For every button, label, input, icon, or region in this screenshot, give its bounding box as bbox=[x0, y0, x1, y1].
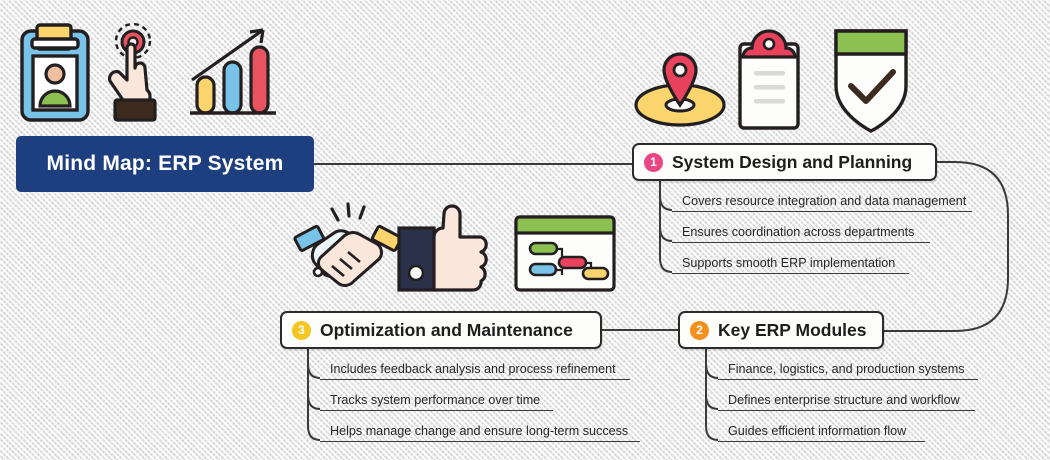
elbow-b2-1 bbox=[705, 349, 719, 379]
elbow-b1-2 bbox=[659, 181, 673, 242]
thumbs-up-icon bbox=[397, 204, 488, 292]
subitem-label: Includes feedback analysis and process r… bbox=[330, 362, 616, 376]
subitem-label: Covers resource integration and data man… bbox=[682, 194, 967, 208]
subitem-label: Supports smooth ERP implementation bbox=[682, 256, 896, 270]
branch-header-3[interactable]: 3 Optimization and Maintenance bbox=[280, 311, 602, 349]
subitem-rule bbox=[718, 410, 975, 411]
subitem-1-3[interactable]: Supports smooth ERP implementation bbox=[672, 250, 909, 274]
branch-title-2: Key ERP Modules bbox=[718, 319, 867, 340]
subitem-label: Defines enterprise structure and workflo… bbox=[728, 393, 960, 407]
handshake-icon bbox=[293, 202, 403, 287]
branch-title-3: Optimization and Maintenance bbox=[320, 319, 573, 340]
bar-chart-growth-icon bbox=[190, 28, 276, 115]
subitem-rule bbox=[672, 242, 930, 243]
gantt-chart-icon bbox=[514, 215, 616, 292]
subitem-label: Helps manage change and ensure long-term… bbox=[330, 424, 629, 438]
subitem-rule bbox=[672, 273, 909, 274]
tap-hand-icon bbox=[107, 22, 157, 122]
subitem-rule bbox=[672, 211, 972, 212]
branch-header-2[interactable]: 2 Key ERP Modules bbox=[678, 311, 884, 349]
subitem-label: Guides efficient information flow bbox=[728, 424, 907, 438]
subitem-2-1[interactable]: Finance, logistics, and production syste… bbox=[718, 356, 978, 380]
subitem-rule bbox=[718, 441, 925, 442]
clipboard-icon bbox=[738, 29, 800, 130]
branch-badge-2: 2 bbox=[690, 320, 709, 340]
subitem-label: Finance, logistics, and production syste… bbox=[728, 362, 965, 376]
elbow-b3-3 bbox=[307, 349, 321, 441]
shield-check-icon bbox=[834, 29, 908, 133]
map-pin-icon bbox=[634, 52, 726, 127]
branch-badge-3: 3 bbox=[292, 320, 311, 340]
subitem-rule bbox=[320, 379, 630, 380]
subitem-label: Tracks system performance over time bbox=[330, 393, 541, 407]
id-badge-icon bbox=[20, 23, 90, 122]
subitem-2-2[interactable]: Defines enterprise structure and workflo… bbox=[718, 387, 975, 411]
subitem-rule bbox=[320, 441, 640, 442]
root-title[interactable]: Mind Map: ERP System bbox=[16, 136, 314, 192]
elbow-b1-1 bbox=[659, 181, 673, 211]
elbow-b3-1 bbox=[307, 349, 321, 379]
subitem-3-1[interactable]: Includes feedback analysis and process r… bbox=[320, 356, 630, 380]
subitem-2-3[interactable]: Guides efficient information flow bbox=[718, 418, 925, 442]
branch-header-1[interactable]: 1 System Design and Planning bbox=[632, 143, 937, 181]
elbow-b2-2 bbox=[705, 349, 719, 410]
subitem-3-2[interactable]: Tracks system performance over time bbox=[320, 387, 553, 411]
branch-badge-1: 1 bbox=[644, 152, 663, 172]
subitem-1-2[interactable]: Ensures coordination across departments bbox=[672, 219, 930, 243]
subitem-rule bbox=[320, 410, 553, 411]
subitem-1-1[interactable]: Covers resource integration and data man… bbox=[672, 188, 972, 212]
root-title-label: Mind Map: ERP System bbox=[46, 152, 284, 175]
elbow-b2-3 bbox=[705, 349, 719, 441]
subitem-3-3[interactable]: Helps manage change and ensure long-term… bbox=[320, 418, 640, 442]
subitem-rule bbox=[718, 379, 978, 380]
elbow-b3-2 bbox=[307, 349, 321, 410]
subitem-label: Ensures coordination across departments bbox=[682, 225, 915, 239]
branch-title-1: System Design and Planning bbox=[672, 151, 913, 172]
elbow-b1-3 bbox=[659, 181, 673, 273]
